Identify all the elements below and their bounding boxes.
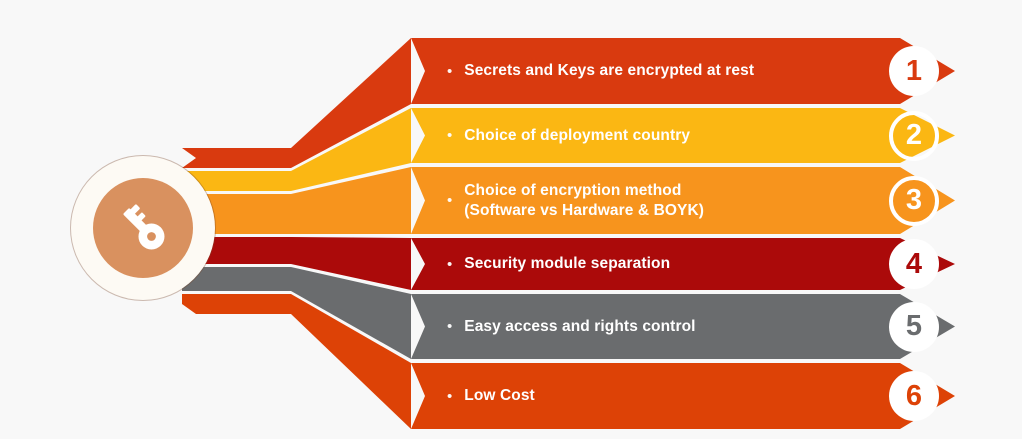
funnel-fan-band-6 bbox=[291, 294, 411, 429]
funnel-fan bbox=[291, 38, 411, 429]
bullet-icon: • bbox=[447, 192, 453, 209]
bar-label: Choice of encryption method (Software vs… bbox=[464, 181, 705, 219]
step-number: 6 bbox=[889, 371, 939, 421]
step-number: 3 bbox=[889, 175, 939, 226]
funnel-fan-band-3 bbox=[291, 167, 411, 234]
funnel-left-band-5 bbox=[182, 267, 291, 291]
step-number-badge: 4 bbox=[888, 238, 940, 290]
bar-shape-6[interactable] bbox=[411, 363, 955, 429]
step-number-badge: 6 bbox=[888, 370, 940, 422]
key-badge bbox=[71, 156, 215, 300]
bar-row[interactable]: • Choice of deployment country bbox=[431, 108, 876, 163]
bullet-icon: • bbox=[447, 127, 453, 144]
bullet-icon: • bbox=[447, 318, 453, 335]
key-icon bbox=[123, 204, 165, 250]
bar-shape-4[interactable] bbox=[411, 238, 955, 290]
step-number: 1 bbox=[889, 46, 939, 96]
step-number-badge: 2 bbox=[888, 110, 940, 162]
step-number: 5 bbox=[889, 301, 939, 352]
funnel-fan-band-2 bbox=[291, 108, 411, 191]
bar-label: Security module separation bbox=[464, 255, 671, 273]
funnel-left-band-1 bbox=[182, 148, 291, 168]
key-disc bbox=[93, 178, 193, 278]
bar-shape-1[interactable] bbox=[411, 38, 955, 104]
funnel-fan-band-5 bbox=[291, 267, 411, 359]
bar-row[interactable]: • Low Cost bbox=[431, 363, 876, 429]
bar-shape-5[interactable] bbox=[411, 294, 955, 359]
funnel-left-band-2 bbox=[182, 171, 291, 191]
step-number-badge: 5 bbox=[888, 301, 940, 353]
bullet-icon: • bbox=[447, 62, 453, 80]
bar-shape-2[interactable] bbox=[411, 108, 955, 163]
bar-label: Secrets and Keys are encrypted at rest bbox=[464, 62, 755, 80]
funnel-fan-band-1 bbox=[291, 38, 411, 168]
step-number: 4 bbox=[889, 239, 939, 289]
bar-row[interactable]: • Security module separation bbox=[431, 238, 876, 290]
bullet-icon: • bbox=[447, 387, 453, 405]
step-number-badge: 1 bbox=[888, 45, 940, 97]
funnel-fan-band-4 bbox=[291, 237, 411, 290]
bar-row[interactable]: • Secrets and Keys are encrypted at rest bbox=[431, 38, 876, 104]
bar-label: Low Cost bbox=[464, 387, 535, 405]
bar-row[interactable]: • Easy access and rights control bbox=[431, 294, 876, 359]
bar-row[interactable]: • Choice of encryption method (Software v… bbox=[431, 167, 876, 234]
step-number: 2 bbox=[889, 110, 939, 161]
bar-label: Choice of deployment country bbox=[464, 126, 691, 144]
funnel-left-band-6 bbox=[182, 294, 291, 314]
bullet-icon: • bbox=[447, 255, 453, 273]
bar-shape-3[interactable] bbox=[411, 167, 955, 234]
bar-label: Easy access and rights control bbox=[464, 317, 696, 335]
step-number-badge: 3 bbox=[888, 175, 940, 227]
